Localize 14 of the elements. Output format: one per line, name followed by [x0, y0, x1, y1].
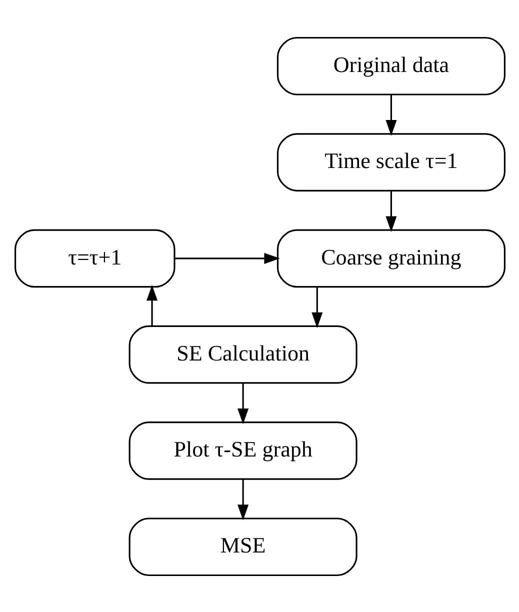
node-box: τ=τ+1	[14, 228, 175, 288]
arrow	[237, 382, 248, 424]
arrow	[385, 94, 396, 136]
node-box: MSE	[128, 517, 357, 576]
arrow	[174, 252, 280, 264]
node-box: Time scale τ=1	[276, 132, 505, 191]
arrow	[237, 479, 248, 520]
node-box: SE Calculation	[128, 324, 357, 384]
node-box: Original data	[276, 36, 505, 95]
arrow	[385, 190, 396, 232]
arrow	[311, 286, 322, 328]
node-box: Plot τ-SE graph	[128, 421, 357, 480]
arrow	[146, 284, 158, 326]
node-box: Coarse graining	[276, 228, 505, 288]
